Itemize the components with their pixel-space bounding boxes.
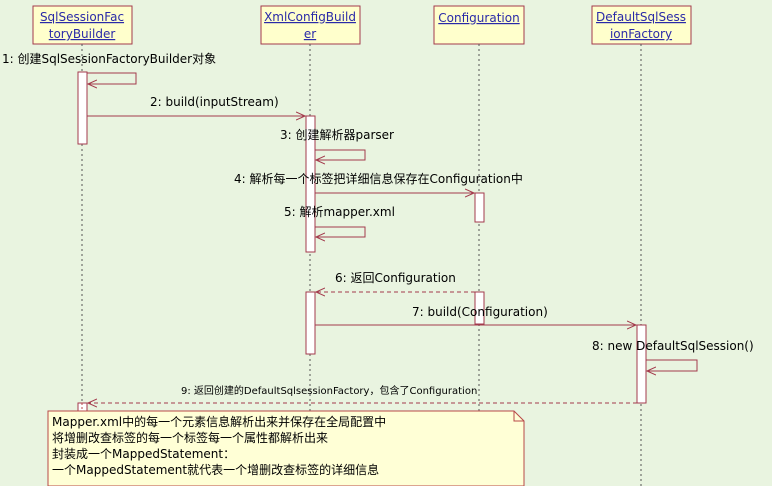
message-label-3: 3: 创建解析器parser xyxy=(280,128,394,142)
message-arrow-3 xyxy=(315,149,366,160)
activation-bar xyxy=(77,71,88,145)
message-label-6: 6: 返回Configuration xyxy=(335,271,456,285)
note-line-3: 封装成一个MappedStatement： xyxy=(52,447,235,461)
activation-bar xyxy=(636,324,647,404)
activation-bar xyxy=(474,291,485,325)
message-arrow-1 xyxy=(87,72,137,84)
message-arrow-5 xyxy=(315,226,366,237)
participant-label-line2: toryBuilder xyxy=(49,27,116,41)
message-label-4: 4: 解析每一个标签把详细信息保存在Configuration中 xyxy=(234,171,523,186)
note-line-1: Mapper.xml中的每一个元素信息解析出来并保存在全局配置中 xyxy=(52,414,386,429)
message-label-7: 7: build(Configuration) xyxy=(412,305,548,319)
activation-bar xyxy=(305,291,316,355)
message-arrow-8 xyxy=(646,359,698,371)
note-line-4: 一个MappedStatement就代表一个增删改查标签的详细信息 xyxy=(52,462,379,477)
message-label-5: 5: 解析mapper.xml xyxy=(284,205,395,219)
message-label-9: 9: 返回创建的DefaultSqlsessionFactory，包含了Conf… xyxy=(181,384,477,397)
note-line-2: 将增删改查标签的每一个标签每一个属性都解析出来 xyxy=(52,430,328,445)
participant-label-line1: Configuration xyxy=(438,11,519,25)
activation-bar xyxy=(474,192,485,223)
participant-label-line1: SqlSessionFac xyxy=(40,10,124,24)
participant-sqlsessionfactorybuilder: SqlSessionFac toryBuilder xyxy=(32,5,133,45)
message-label-2: 2: build(inputStream) xyxy=(150,95,279,109)
message-label-1: 1: 创建SqlSessionFactoryBuilder对象 xyxy=(2,52,216,66)
participant-label-line2: er xyxy=(304,27,316,41)
activation-bar xyxy=(305,115,316,253)
participant-configuration: Configuration xyxy=(433,5,525,45)
participant-label-line2: ionFactory xyxy=(610,27,672,41)
message-label-8: 8: new DefaultSqlSession() xyxy=(592,339,754,353)
participant-defaultsqlsessionfactory: DefaultSqlSess ionFactory xyxy=(591,5,692,45)
note: Mapper.xml中的每一个元素信息解析出来并保存在全局配置中 将增删改查标签… xyxy=(47,403,525,486)
participant-label-line1: XmlConfigBuild xyxy=(264,10,356,24)
participant-label-line1: DefaultSqlSess xyxy=(596,10,686,24)
participant-xmlconfigbuilder: XmlConfigBuild er xyxy=(260,5,361,45)
